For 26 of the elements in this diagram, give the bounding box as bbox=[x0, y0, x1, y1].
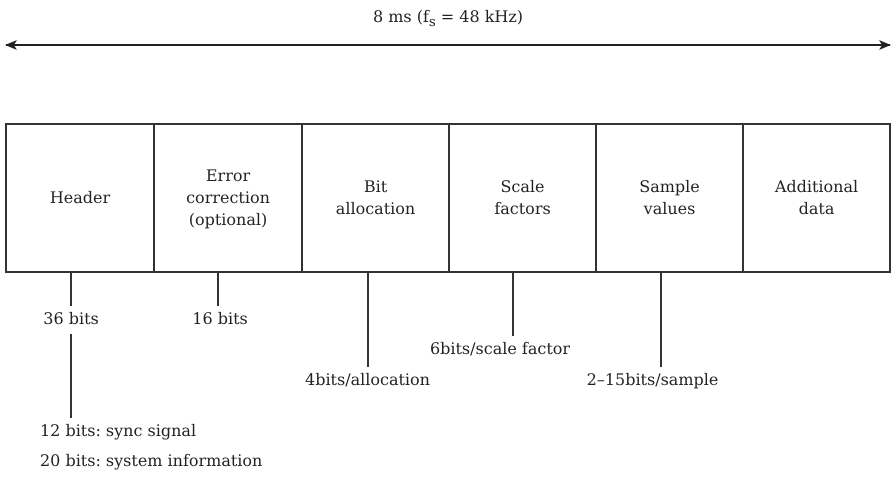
bit-count-text: 2–15bits/sample bbox=[555, 369, 750, 391]
field-name: Header bbox=[48, 187, 112, 209]
frame-field-box bbox=[5, 123, 155, 273]
leader-line bbox=[217, 272, 219, 306]
field-name: Additional data bbox=[774, 176, 860, 220]
dimension-label: 8 ms (f$_{s}$ = 48 kHz) bbox=[372, 7, 524, 26]
leader-line bbox=[70, 334, 72, 418]
field-name: Sample values bbox=[638, 176, 701, 220]
bit-breakdown-text: 20 bits: system information bbox=[40, 450, 262, 472]
frame-field-box bbox=[448, 123, 597, 273]
frame-field-box bbox=[595, 123, 744, 273]
leader-line bbox=[512, 272, 514, 336]
field-name: Scale factors bbox=[493, 176, 552, 220]
leader-line bbox=[367, 272, 369, 367]
field-name: Error correction (optional) bbox=[185, 165, 271, 231]
bit-count-text: 36 bits bbox=[26, 308, 116, 330]
leader-line bbox=[70, 272, 72, 306]
frame-field-box bbox=[742, 123, 891, 273]
frame-field-box bbox=[153, 123, 303, 273]
leader-line bbox=[660, 272, 662, 367]
bit-count-text: 4bits/allocation bbox=[270, 369, 465, 391]
bit-breakdown-text: 12 bits: sync signal bbox=[40, 420, 196, 442]
bit-count-text: 6bits/scale factor bbox=[385, 338, 615, 360]
bit-count-text: 16 bits bbox=[175, 308, 265, 330]
frame-field-box bbox=[301, 123, 450, 273]
field-name: Bit allocation bbox=[334, 176, 416, 220]
